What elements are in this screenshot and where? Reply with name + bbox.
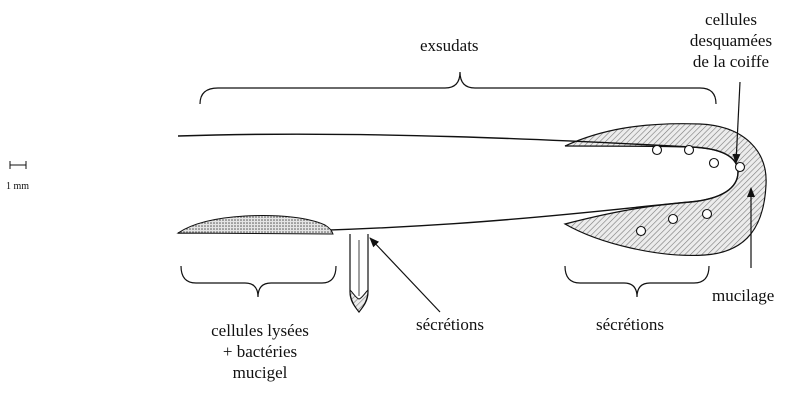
scale-label: 1 mm	[6, 181, 29, 193]
lysed-cells-line-1: cellules lysées	[170, 320, 350, 341]
cap-cells-line-1: cellules	[666, 9, 796, 30]
lysed-cells-label: cellules lysées + bactéries mucigel	[170, 320, 350, 383]
secretions-root-hair-label: sécrétions	[416, 314, 484, 335]
cap-cell	[710, 159, 719, 168]
cap-cell	[703, 210, 712, 219]
brace-exsudats	[200, 72, 716, 104]
brace-secretions-tip	[565, 266, 709, 297]
mucilage-label: mucilage	[712, 285, 774, 306]
cap-cells-line-2: desquamées	[666, 30, 796, 51]
cap-cell	[736, 163, 745, 172]
cap-cells-label: cellules desquamées de la coiffe	[666, 9, 796, 72]
arrow-secretions	[370, 238, 440, 312]
lysed-cells-line-2: + bactéries	[170, 341, 350, 362]
scale-bar	[10, 161, 26, 169]
mucilage-sheath	[565, 124, 766, 256]
secretions-tip-label: sécrétions	[596, 314, 664, 335]
cap-cell	[669, 215, 678, 224]
exsudats-label: exsudats	[420, 35, 479, 56]
cap-cells-line-3: de la coiffe	[666, 51, 796, 72]
cap-cell	[637, 227, 646, 236]
cap-cell	[653, 146, 662, 155]
lysed-cells-line-3: mucigel	[170, 362, 350, 383]
brace-lysed-cells	[181, 266, 336, 297]
mucigel-region	[178, 215, 333, 234]
cap-cell	[685, 146, 694, 155]
